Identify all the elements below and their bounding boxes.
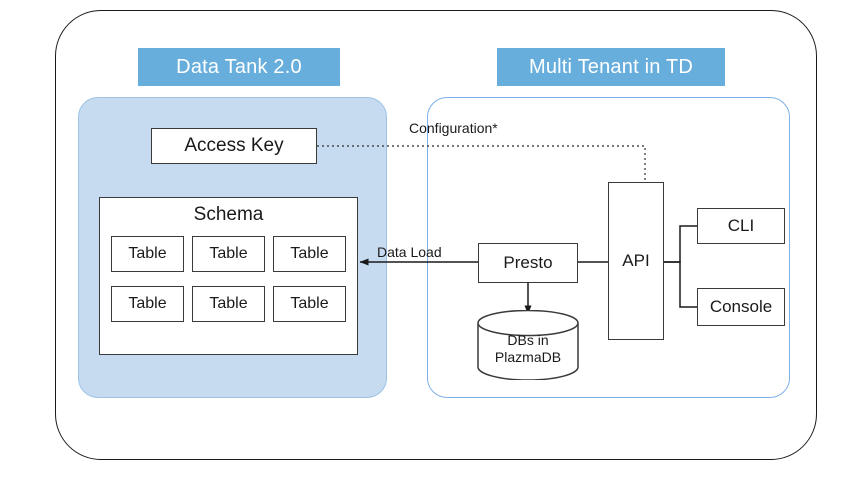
schema-table-cell[interactable]: Table: [192, 236, 265, 272]
section-header-multi-tenant: Multi Tenant in TD: [497, 48, 725, 86]
schema-table-grid: Table Table Table Table Table Table: [111, 236, 348, 322]
schema-table-cell[interactable]: Table: [273, 286, 346, 322]
schema-table-cell[interactable]: Table: [111, 236, 184, 272]
database-label: DBs in PlazmaDB: [477, 332, 579, 366]
schema-table-cell[interactable]: Table: [273, 236, 346, 272]
schema-table-cell[interactable]: Table: [192, 286, 265, 322]
cylinder-icon: [477, 310, 579, 380]
node-database-cylinder[interactable]: DBs in PlazmaDB: [477, 310, 579, 380]
node-access-key[interactable]: Access Key: [151, 128, 317, 164]
node-presto[interactable]: Presto: [478, 243, 578, 283]
node-api[interactable]: API: [608, 182, 664, 340]
node-console[interactable]: Console: [697, 288, 785, 326]
database-label-line1: DBs in: [507, 332, 549, 348]
edge-label-configuration: Configuration*: [409, 120, 498, 136]
edge-label-data-load: Data Load: [377, 244, 442, 260]
database-label-line2: PlazmaDB: [494, 349, 562, 365]
node-schema[interactable]: Schema Table Table Table Table Table Tab…: [99, 197, 358, 355]
outer-container: [55, 10, 817, 460]
node-cli[interactable]: CLI: [697, 208, 785, 244]
schema-table-cell[interactable]: Table: [111, 286, 184, 322]
section-header-data-tank: Data Tank 2.0: [138, 48, 340, 86]
schema-title: Schema: [193, 204, 264, 225]
